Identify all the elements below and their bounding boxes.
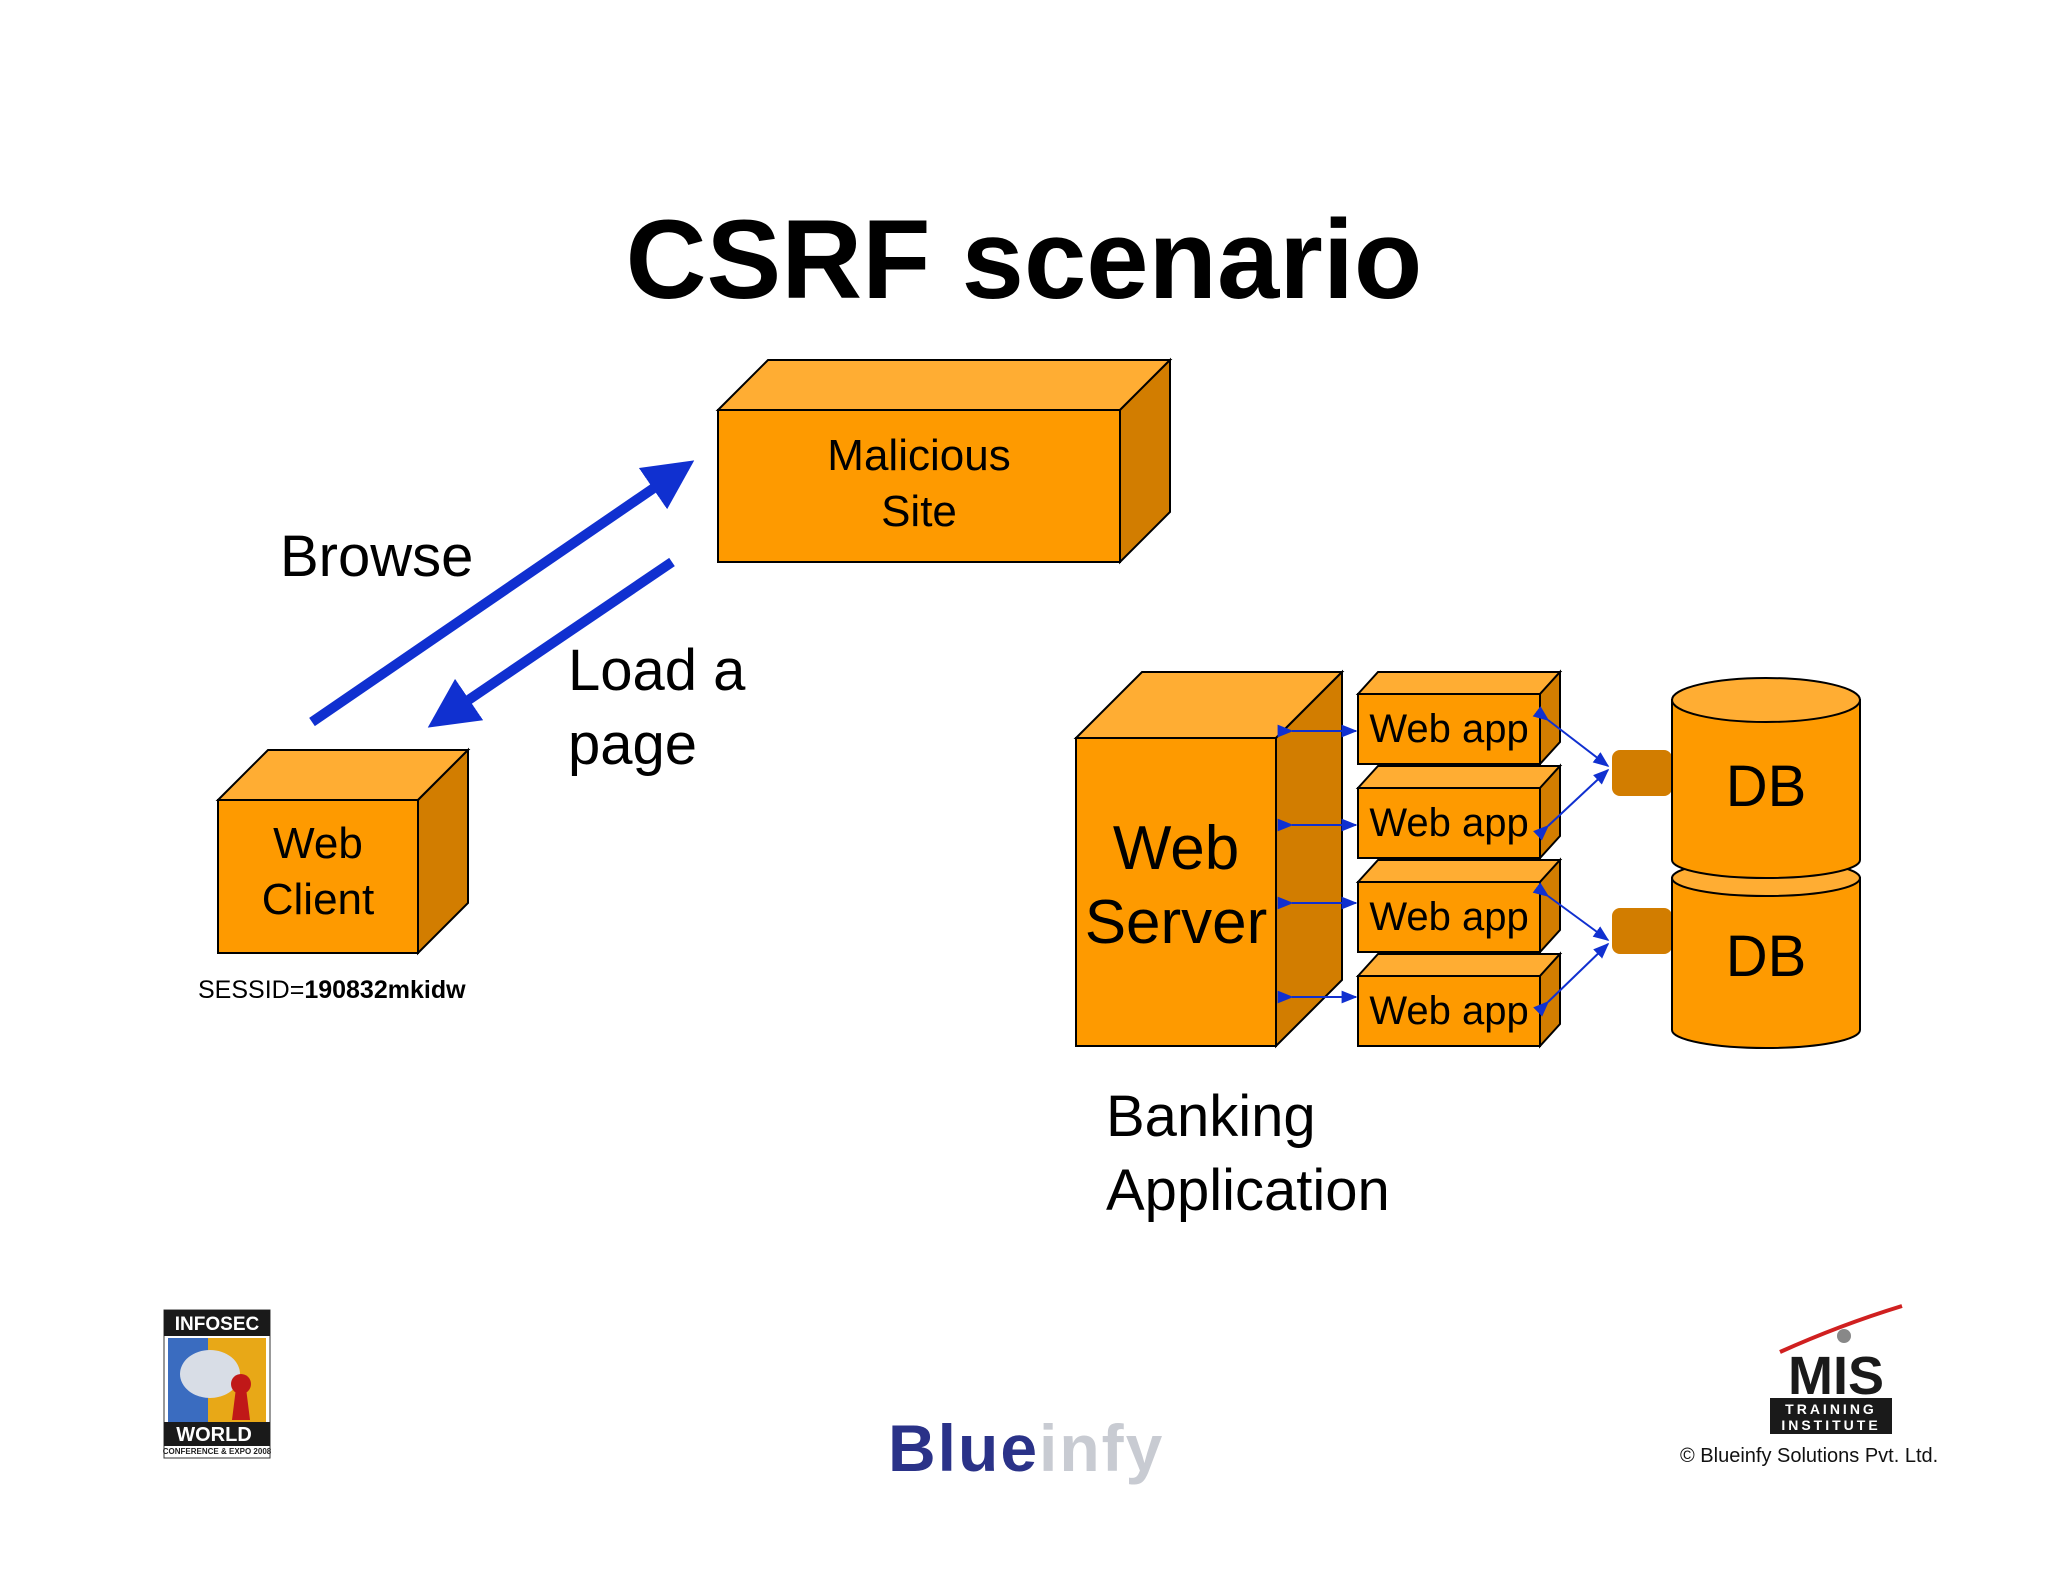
- infosec-logo-text-2: WORLD: [176, 1424, 252, 1446]
- web-app-label-1: Web app: [1369, 707, 1529, 751]
- session-key: SESSID=: [198, 976, 305, 1004]
- db-connector-2: [1612, 908, 1672, 954]
- web-app-label-2: Web app: [1369, 801, 1529, 845]
- server-app-arrows: [1277, 724, 1358, 1004]
- blueinfy-logo-blue: Blue: [888, 1411, 1040, 1485]
- infosec-logo-text-3: CONFERENCE & EXPO 2008: [163, 1447, 272, 1456]
- web-app-label-3: Web app: [1369, 895, 1529, 939]
- web-app-label-4: Web app: [1369, 989, 1529, 1033]
- mis-training-logo: MIS TRAINING INSTITUTE: [1770, 1304, 1903, 1434]
- blueinfy-logo-infy: infy: [1039, 1411, 1165, 1485]
- copyright-notice: © Blueinfy Solutions Pvt. Ltd.: [1680, 1445, 1939, 1467]
- malicious-site-label: Malicious Site: [827, 431, 1011, 536]
- infosec-world-logo: INFOSEC WORLD CONFERENCE & EXPO 2008: [163, 1309, 272, 1459]
- app-db-arrows: [1532, 706, 1610, 1017]
- web-app-box-1: [1355, 669, 1563, 767]
- db-connector-1: [1612, 750, 1672, 796]
- web-server-box: [1073, 669, 1345, 1049]
- load-page-label: Load a page: [568, 638, 746, 777]
- db-label-2: DB: [1725, 924, 1807, 989]
- db-label-1: DB: [1725, 754, 1807, 819]
- load-page-arrow: [427, 557, 675, 728]
- browse-label: Browse: [280, 524, 474, 589]
- malicious-site-box: [715, 357, 1173, 565]
- session-id-text: SESSID=190832mkidw: [198, 976, 466, 1005]
- mis-logo-text-3: INSTITUTE: [1781, 1417, 1880, 1433]
- infosec-logo-text-1: INFOSEC: [175, 1314, 260, 1335]
- blueinfy-logo: Blueinfy: [888, 1410, 1164, 1486]
- mis-logo-text-1: MIS: [1788, 1346, 1884, 1406]
- web-client-label: Web Client: [261, 819, 375, 924]
- web-server-label: Web Server: [1084, 814, 1268, 957]
- session-value: 190832mkidw: [304, 976, 466, 1004]
- banking-application-label: Banking Application: [1106, 1084, 1390, 1223]
- db-cylinder-1: [1671, 677, 1861, 879]
- slide-title: CSRF scenario: [625, 197, 1423, 322]
- web-client-box: [215, 747, 471, 956]
- mis-logo-text-2: TRAINING: [1785, 1401, 1877, 1417]
- browse-arrow: [309, 460, 695, 727]
